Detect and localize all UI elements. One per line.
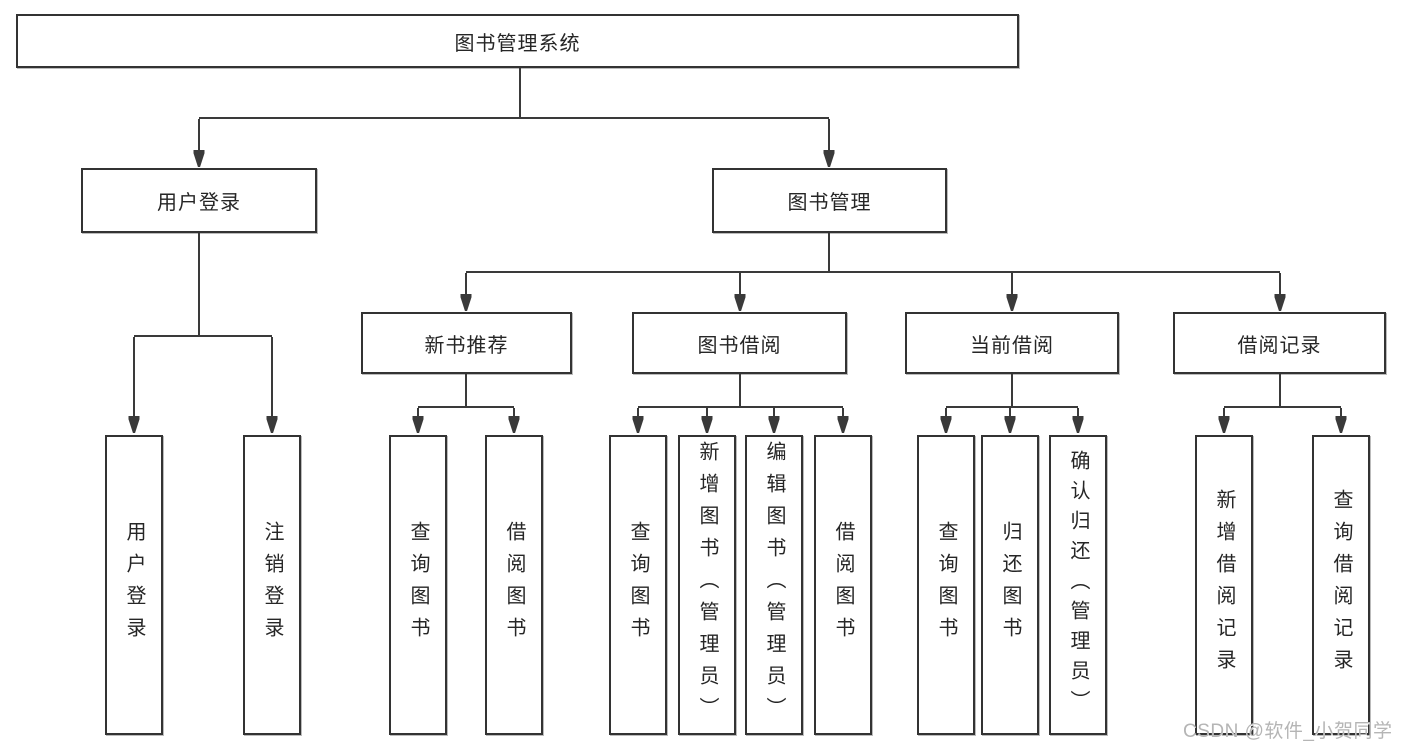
csdn-watermark: CSDN @软件_小贺同学 bbox=[1183, 721, 1393, 742]
leaf-label: 查询借阅记录 bbox=[1330, 489, 1352, 681]
node-user-login: 用户登录 bbox=[81, 168, 317, 233]
leaf-label: 注销登录 bbox=[261, 521, 283, 649]
leaf-label: 新增借阅记录 bbox=[1213, 489, 1235, 681]
leaf-label: 归还图书 bbox=[999, 521, 1021, 649]
leaf-current-confirm-admin: 确认归还（管理员） bbox=[1049, 435, 1107, 735]
node-new-book-recommend: 新书推荐 bbox=[361, 312, 572, 374]
connector-arrows bbox=[134, 119, 1341, 432]
node-book-borrowing: 图书借阅 bbox=[632, 312, 847, 374]
leaf-borrow-add-admin: 新增图书（管理员） bbox=[678, 435, 736, 735]
leaf-label: 确认归还（管理员） bbox=[1067, 450, 1089, 720]
node-book-management: 图书管理 bbox=[712, 168, 947, 233]
leaf-borrow-borrow: 借阅图书 bbox=[814, 435, 872, 735]
node-borrow-records: 借阅记录 bbox=[1173, 312, 1386, 374]
leaf-label: 用户登录 bbox=[123, 521, 145, 649]
connector-trunks bbox=[134, 68, 1341, 408]
leaf-borrow-edit-admin: 编辑图书（管理员） bbox=[745, 435, 803, 735]
node-current-borrowing: 当前借阅 bbox=[905, 312, 1119, 374]
leaf-current-query: 查询图书 bbox=[917, 435, 975, 735]
leaf-label: 查询图书 bbox=[627, 521, 649, 649]
leaf-current-return: 归还图书 bbox=[981, 435, 1039, 735]
leaf-label: 查询图书 bbox=[935, 521, 957, 649]
leaf-record-query: 查询借阅记录 bbox=[1312, 435, 1370, 735]
leaf-label: 借阅图书 bbox=[503, 521, 525, 649]
leaf-label: 借阅图书 bbox=[832, 521, 854, 649]
leaf-label: 查询图书 bbox=[407, 521, 429, 649]
leaf-label: 新增图书（管理员） bbox=[696, 441, 718, 729]
leaf-newbook-query: 查询图书 bbox=[389, 435, 447, 735]
node-library-system: 图书管理系统 bbox=[16, 14, 1019, 68]
leaf-borrow-query: 查询图书 bbox=[609, 435, 667, 735]
leaf-logout: 注销登录 bbox=[243, 435, 301, 735]
leaf-label: 编辑图书（管理员） bbox=[763, 441, 785, 729]
leaf-user-login: 用户登录 bbox=[105, 435, 163, 735]
leaf-newbook-borrow: 借阅图书 bbox=[485, 435, 543, 735]
leaf-record-add: 新增借阅记录 bbox=[1195, 435, 1253, 735]
